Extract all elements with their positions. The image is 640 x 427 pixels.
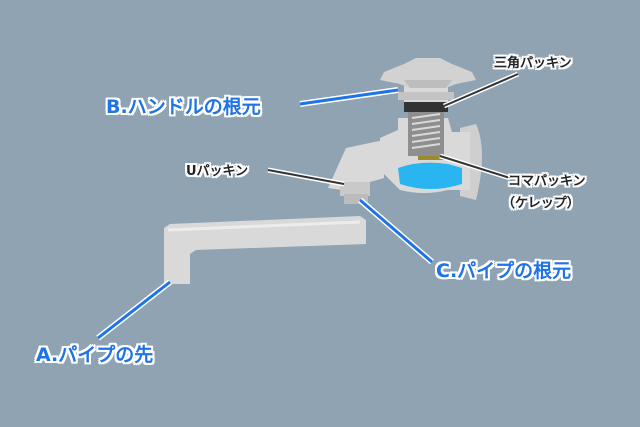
label-pipe-base: C.パイプの根元 bbox=[436, 260, 572, 282]
label-kerepp: （ケレップ） bbox=[502, 196, 580, 211]
spindle-thread bbox=[411, 113, 441, 149]
pipe-highlight bbox=[167, 220, 361, 232]
water-chamber bbox=[398, 162, 462, 189]
faucet-handle bbox=[380, 58, 476, 88]
spout-upper bbox=[328, 140, 384, 190]
triangle-packing-part bbox=[404, 100, 448, 112]
label-triangle-packing: 三角パッキン bbox=[494, 56, 572, 71]
handle-shadow bbox=[404, 80, 452, 88]
label-pipe-tip: A.パイプの先 bbox=[36, 344, 154, 366]
label-u-packing: Uパッキン bbox=[186, 164, 249, 179]
label-handle-base: B.ハンドルの根元 bbox=[106, 96, 261, 118]
pipe-base-joint bbox=[340, 182, 370, 196]
pipe-base-nut bbox=[344, 194, 368, 204]
handle-neck-ring bbox=[398, 92, 454, 100]
main-pipe bbox=[164, 216, 366, 284]
label-koma-packing: コマパッキン bbox=[508, 174, 586, 189]
